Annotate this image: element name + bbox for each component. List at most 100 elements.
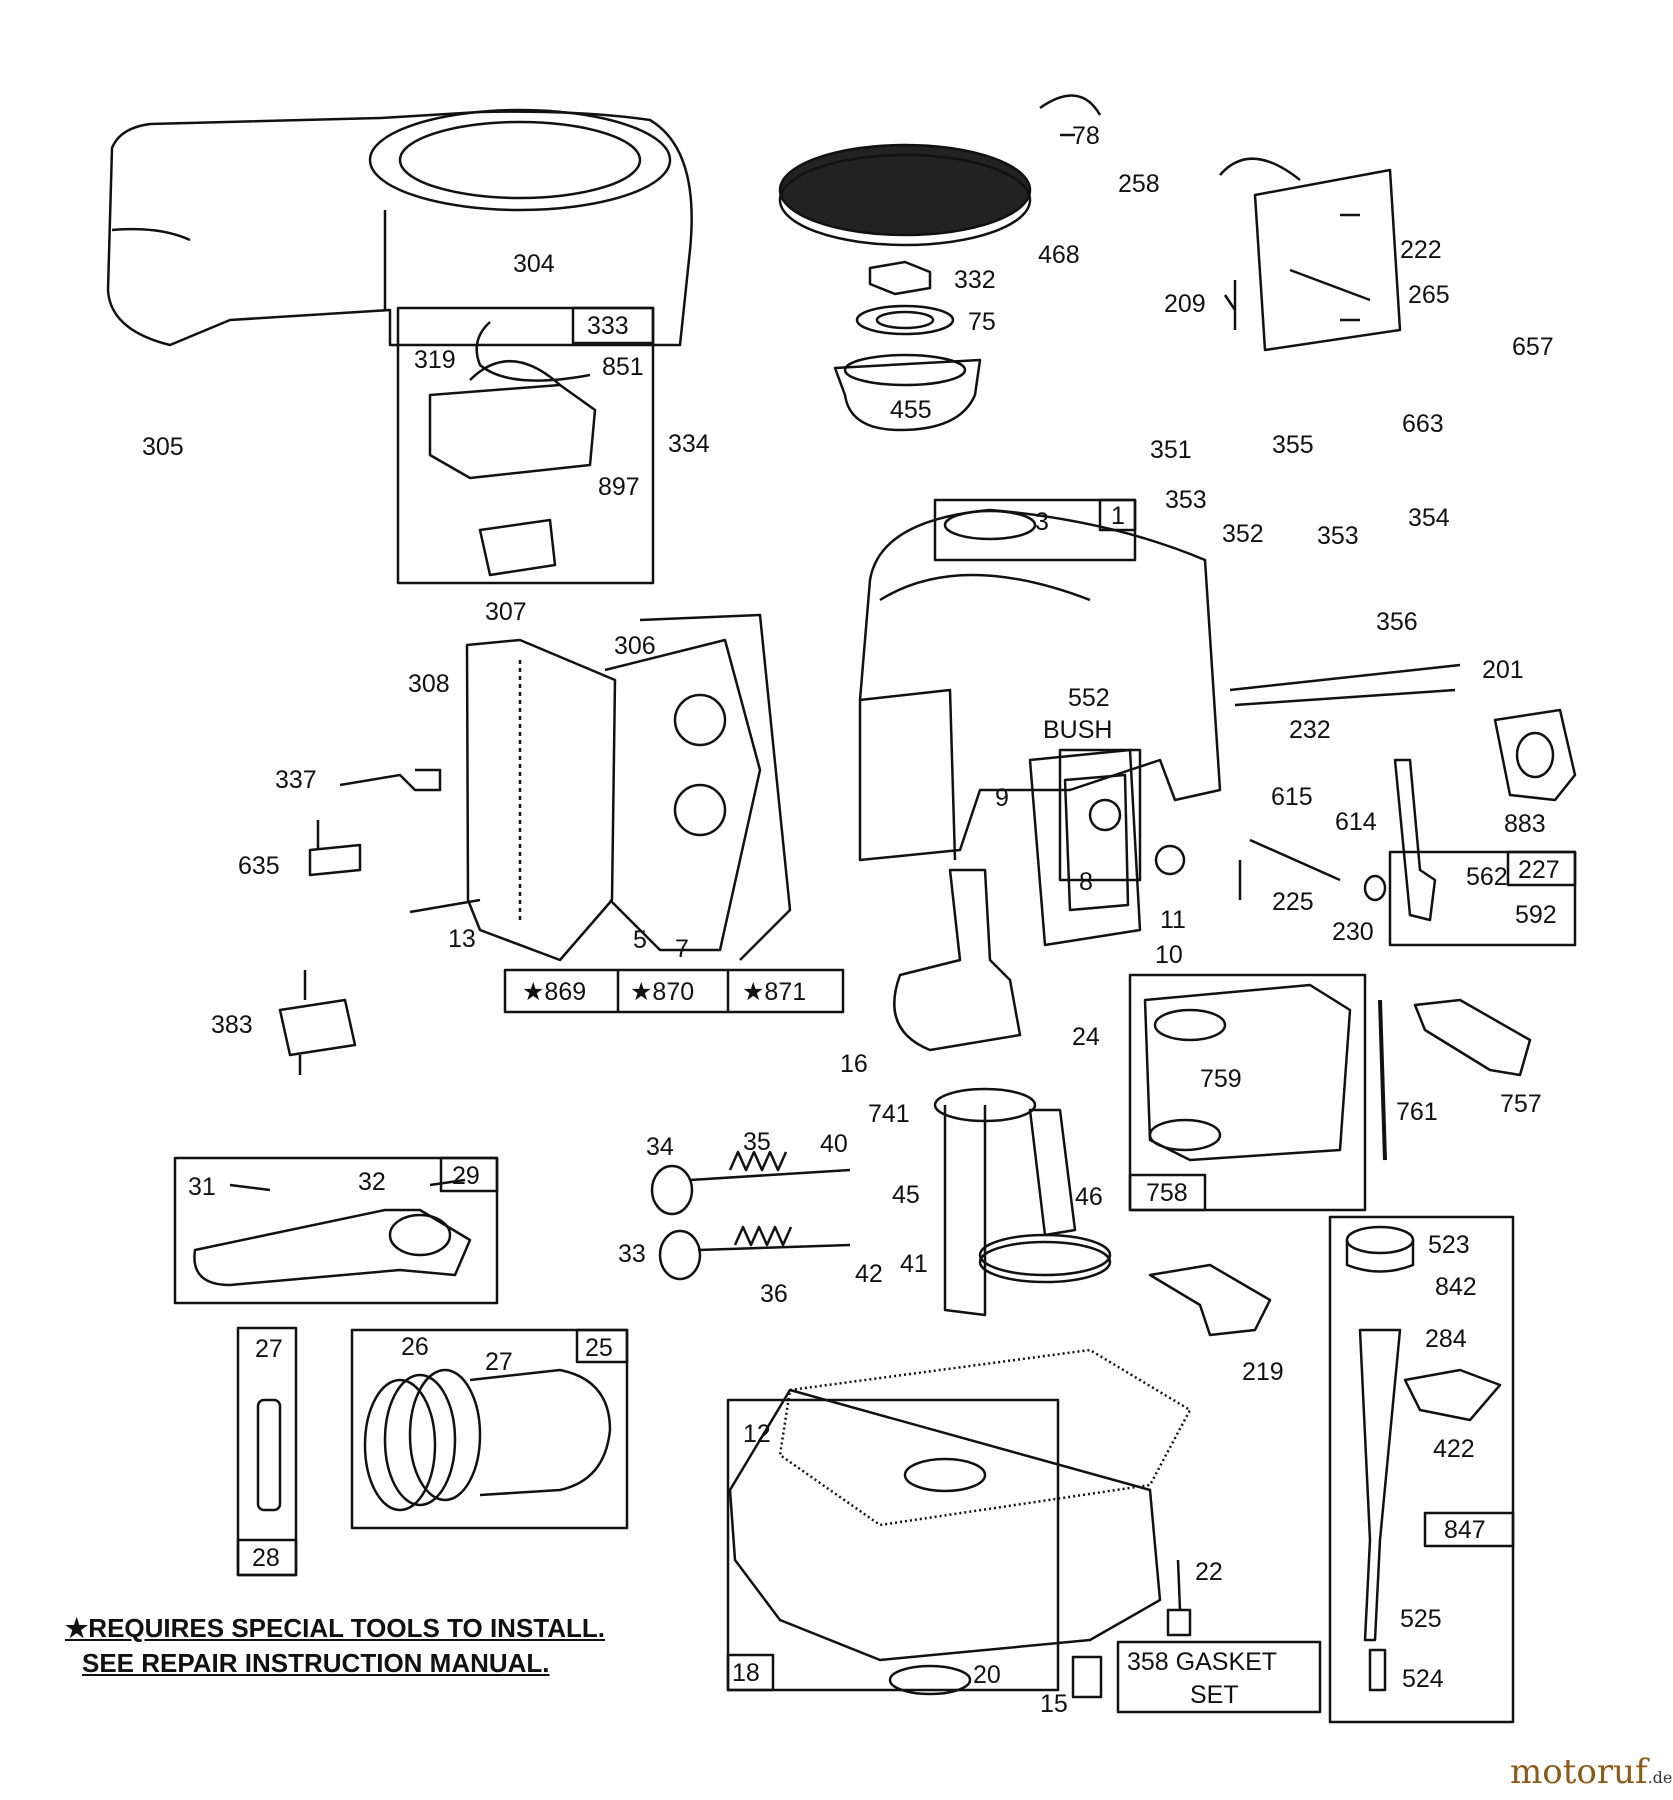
part-label-757: 757 [1500, 1090, 1542, 1118]
box-227-frame [1388, 850, 1577, 947]
engine-block-part [858, 508, 1222, 882]
lever-562-part [1393, 758, 1437, 922]
crankshaft-part [893, 868, 1037, 1317]
part-label-232: 232 [1289, 716, 1331, 744]
box-label-870: ★870 [630, 978, 695, 1006]
gasket-set-label-line1: 358 GASKET [1127, 1648, 1278, 1676]
part-label-3: 3 [1035, 508, 1049, 536]
box-label-847: 847 [1444, 1516, 1486, 1544]
box-label-1: 1 [1111, 502, 1125, 530]
bracket-219-part [1148, 1263, 1272, 1337]
part-label-635: 635 [238, 852, 280, 880]
part-label-455: 455 [890, 396, 932, 424]
nut-washer-adapter-parts [833, 260, 982, 432]
box-29-frame [173, 1156, 499, 1305]
part-label-258: 258 [1118, 170, 1160, 198]
part-label-16: 16 [840, 1050, 868, 1078]
part-label-230: 230 [1332, 918, 1374, 946]
box-label-333: 333 [587, 312, 629, 340]
part-label-353-a: 353 [1165, 486, 1207, 514]
part-label-319: 319 [414, 346, 456, 374]
part-label-11: 11 [1160, 906, 1186, 934]
part-label-897: 897 [598, 473, 640, 501]
special-tools-box-frame [503, 968, 845, 1014]
blower-housing-part [106, 108, 693, 347]
rocker-757-part [1413, 998, 1532, 1077]
box-25-frame [350, 1328, 629, 1530]
breather-assembly-part [1028, 748, 1186, 947]
part-label-468: 468 [1038, 241, 1080, 269]
sensor-337-part [339, 768, 442, 792]
part-label-383: 383 [211, 1011, 253, 1039]
part-label-15: 15 [1040, 1690, 1068, 1718]
bolt-13-part [409, 898, 481, 914]
box-label-869: ★869 [522, 978, 587, 1006]
part-label-356: 356 [1376, 608, 1418, 636]
part-label-45: 45 [892, 1181, 920, 1209]
part-label-615: 615 [1271, 783, 1313, 811]
part-label-305: 305 [142, 433, 184, 461]
part-label-40: 40 [820, 1130, 848, 1158]
part-label-33: 33 [618, 1240, 646, 1268]
box-18-frame [726, 1398, 1060, 1692]
part-label-422: 422 [1433, 1435, 1475, 1463]
part-label-525: 525 [1400, 1605, 1442, 1633]
part-label-12: 12 [743, 1420, 771, 1448]
bolt-22-part [1166, 1559, 1192, 1637]
box-label-25: 25 [585, 1334, 613, 1362]
part-label-334: 334 [668, 430, 710, 458]
part-label-27-a: 27 [255, 1335, 283, 1363]
ignition-armature-part [428, 321, 597, 577]
links-201-232-part [1229, 663, 1461, 707]
part-label-78: 78 [1072, 122, 1100, 150]
shaft-225-part [1238, 838, 1341, 900]
fitting-635-part [308, 820, 362, 877]
part-label-614: 614 [1335, 808, 1377, 836]
special-tools-note-line2: SEE REPAIR INSTRUCTION MANUAL. [82, 1648, 550, 1678]
part-label-552: 552 [1068, 684, 1110, 712]
camshaft-part [978, 1108, 1112, 1284]
part-label-8: 8 [1079, 868, 1093, 896]
part-label-355: 355 [1272, 431, 1314, 459]
part-label-5: 5 [633, 926, 647, 954]
box-333-frame [396, 306, 655, 585]
part-label-351: 351 [1150, 436, 1192, 464]
part-label-524: 524 [1402, 1665, 1444, 1693]
part-label-307: 307 [485, 598, 527, 626]
part-label-663: 663 [1402, 410, 1444, 438]
part-label-bush: BUSH [1043, 716, 1113, 744]
part-label-26: 26 [401, 1333, 429, 1361]
valve-assembly-part [650, 1150, 851, 1281]
box-847-frame [1328, 1215, 1515, 1724]
box-label-227: 227 [1518, 856, 1560, 884]
part-label-354: 354 [1408, 504, 1450, 532]
box-label-29: 29 [452, 1162, 480, 1190]
part-label-851: 851 [602, 353, 644, 381]
part-label-883: 883 [1504, 810, 1546, 838]
part-label-222: 222 [1400, 236, 1442, 264]
part-label-265: 265 [1408, 281, 1450, 309]
watermark-brand: motoruf [1510, 1752, 1648, 1792]
part-label-42: 42 [855, 1260, 883, 1288]
gasket-set-label-line2: SET [1190, 1681, 1239, 1709]
dipstick-tube-part [1345, 1225, 1415, 1692]
part-label-337: 337 [275, 766, 317, 794]
part-label-46: 46 [1075, 1183, 1103, 1211]
part-label-304: 304 [513, 250, 555, 278]
box-758-frame [1128, 973, 1367, 1212]
control-bracket-part [1219, 157, 1402, 352]
tool-383-part [278, 970, 357, 1075]
part-label-35: 35 [743, 1128, 771, 1156]
part-label-27-b: 27 [485, 1348, 513, 1376]
part-label-9: 9 [995, 784, 1009, 812]
part-label-225: 225 [1272, 888, 1314, 916]
part-label-41: 41 [900, 1250, 928, 1278]
part-label-741: 741 [868, 1100, 910, 1128]
plug-15-part [1071, 1655, 1103, 1699]
part-label-7: 7 [675, 935, 689, 963]
part-label-219: 219 [1242, 1358, 1284, 1386]
part-label-592: 592 [1515, 901, 1557, 929]
gasket-883-part [1493, 708, 1577, 802]
